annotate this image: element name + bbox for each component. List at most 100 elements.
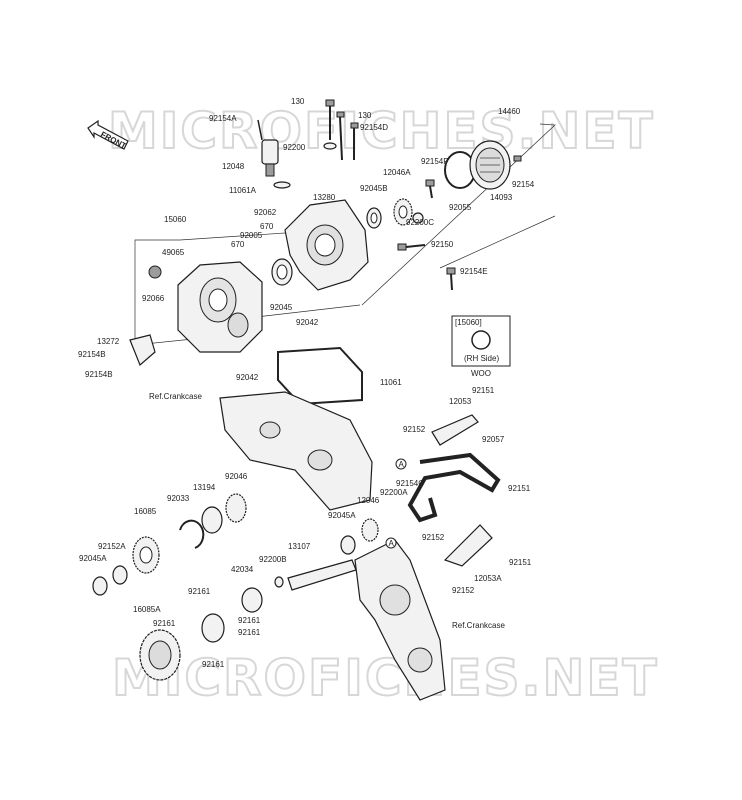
label-92152a2: 92152A xyxy=(98,542,126,551)
label-92161a: 92161 xyxy=(188,587,211,596)
gearcase-15060 xyxy=(177,261,263,353)
label-92150: 92150 xyxy=(431,240,454,249)
label-92154b1: 92154B xyxy=(78,350,106,359)
label-92161e: 92161 xyxy=(202,660,225,669)
plug-92066 xyxy=(148,265,162,279)
label-92062: 92062 xyxy=(254,208,277,217)
oring-11061a xyxy=(273,181,291,189)
bolt-130-b xyxy=(336,111,345,161)
washer-92200c xyxy=(412,212,424,224)
oil-seal-92045 xyxy=(271,258,293,286)
marker-a-2: A xyxy=(385,537,397,549)
label-92042a: 92042 xyxy=(296,318,319,327)
label-92045: 92045 xyxy=(270,303,293,312)
label-12046a: 12046A xyxy=(383,168,411,177)
inset-caption: (RH Side) xyxy=(464,354,499,363)
label-16085a: 16085A xyxy=(133,605,161,614)
housing-13280 xyxy=(284,199,369,291)
label-92154b2: 92154B xyxy=(85,370,113,379)
watermark-top: MICROFICHES.NET xyxy=(108,102,655,160)
crankcase-ref xyxy=(219,391,373,511)
circlip-92033 xyxy=(179,519,205,549)
label-130b: 130 xyxy=(358,111,372,120)
label-92161c: 92161 xyxy=(238,616,261,625)
marker-a-1: A xyxy=(395,458,407,470)
label-92154a: 92154A xyxy=(209,114,237,123)
bolt-92154f xyxy=(425,179,435,199)
label-92200: 92200 xyxy=(283,143,306,152)
label-ref-crankcase-upper: Ref.Crankcase xyxy=(149,392,202,401)
guide-12053 xyxy=(431,414,479,446)
inset-title: [15060] xyxy=(455,318,482,327)
label-92045a2: 92045A xyxy=(79,554,107,563)
gear-12046a xyxy=(393,198,413,226)
label-670b: 670 xyxy=(231,240,245,249)
label-92154c: 92154C xyxy=(396,479,424,488)
sensor-12048 xyxy=(257,119,279,177)
gasket-11061 xyxy=(277,346,363,406)
bolt-130 xyxy=(325,99,335,140)
label-92045a1: 92045A xyxy=(328,511,356,520)
needle-bearing-92046 xyxy=(225,493,247,523)
label-92154e: 92154E xyxy=(460,267,488,276)
label-14460: 14460 xyxy=(498,107,521,116)
label-13194: 13194 xyxy=(193,483,216,492)
washer-92200 xyxy=(323,142,337,150)
label-11061: 11061 xyxy=(380,378,402,387)
label-92152b: 92152 xyxy=(422,533,445,542)
label-92200b: 92200B xyxy=(259,555,287,564)
label-92154f: 92154F xyxy=(421,157,448,166)
label-92154: 92154 xyxy=(512,180,535,189)
label-14093: 14093 xyxy=(490,193,513,202)
label-92045b: 92045B xyxy=(360,184,388,193)
label-130a: 130 xyxy=(291,97,305,106)
label-92161d: 92161 xyxy=(238,628,261,637)
bolt-92154d xyxy=(350,122,359,160)
label-92200a: 92200A xyxy=(380,488,408,497)
gear-16085a xyxy=(139,629,181,681)
label-12053a: 12053A xyxy=(474,574,502,583)
label-15060: 15060 xyxy=(164,215,187,224)
bolt-92154e xyxy=(446,267,456,291)
inset-box: [15060] (RH Side) WOO xyxy=(451,315,511,378)
label-13272: 13272 xyxy=(97,337,120,346)
svg-text:A: A xyxy=(399,460,405,469)
label-92057: 92057 xyxy=(482,435,505,444)
crankcase-cover-lower xyxy=(354,539,446,701)
part-labels: 130 130 92154A 92200 92154D 14460 12048 … xyxy=(78,97,535,669)
damper-92161 xyxy=(201,613,225,643)
collar-92152a xyxy=(112,565,128,585)
label-16085: 16085 xyxy=(134,507,157,516)
label-92152c: 92152 xyxy=(452,586,475,595)
watermark-bottom: MICROFICHES.NET xyxy=(112,649,659,707)
label-92046: 92046 xyxy=(225,472,248,481)
label-12053: 12053 xyxy=(449,397,472,406)
bracket-13272 xyxy=(129,334,156,367)
label-92033: 92033 xyxy=(167,494,190,503)
guide-12053a xyxy=(443,524,493,567)
label-92151a: 92151 xyxy=(472,386,495,395)
chain-92057 xyxy=(407,452,501,523)
label-92161b: 92161 xyxy=(153,619,176,628)
label-13107: 13107 xyxy=(288,542,311,551)
label-92066: 92066 xyxy=(142,294,165,303)
label-92042b: 92042 xyxy=(236,373,259,382)
svg-text:A: A xyxy=(389,539,395,548)
label-92005: 92005 xyxy=(240,231,263,240)
label-49065: 49065 xyxy=(162,248,185,257)
label-92200c: 92200C xyxy=(406,218,434,227)
bearing-92045a-upper xyxy=(340,535,356,555)
gear-12046 xyxy=(361,518,379,542)
gear-16085 xyxy=(132,536,160,574)
label-12048: 12048 xyxy=(222,162,245,171)
label-92151c: 92151 xyxy=(509,558,532,567)
bolt-92154 xyxy=(513,155,522,162)
bearing-92045a-lower xyxy=(92,576,108,596)
bolt-92150 xyxy=(397,243,426,251)
bearing-92045b xyxy=(366,207,382,229)
washer-92200b xyxy=(274,576,284,588)
shaft-13107 xyxy=(287,559,357,591)
label-92151b: 92151 xyxy=(508,484,531,493)
cover-14093 xyxy=(469,140,511,190)
